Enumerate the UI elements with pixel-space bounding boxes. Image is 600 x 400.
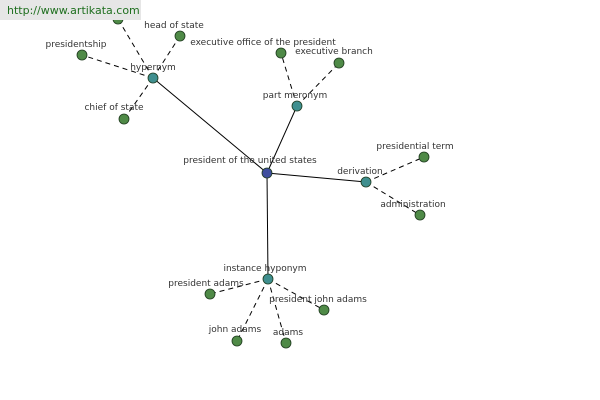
root-edge <box>152 77 268 174</box>
term-edge <box>365 156 425 183</box>
term-node[interactable] <box>333 57 345 69</box>
root-edge <box>266 172 269 280</box>
term-node[interactable] <box>204 288 216 300</box>
relation-label: hypernym <box>130 63 176 73</box>
relation-label: instance hyponym <box>223 264 306 274</box>
relation-node[interactable] <box>147 72 159 84</box>
term-edge <box>117 18 154 79</box>
term-label: john adams <box>208 325 262 335</box>
term-label: executive office of the president <box>190 38 336 48</box>
term-node[interactable] <box>174 30 186 42</box>
term-label: president adams <box>168 279 244 289</box>
term-node[interactable] <box>231 335 243 347</box>
term-node[interactable] <box>280 337 292 349</box>
term-label: administration <box>380 200 445 210</box>
term-node[interactable] <box>76 49 88 61</box>
term-label: presidential term <box>376 142 453 152</box>
term-label: executive branch <box>295 47 373 57</box>
url-watermark-text: http://www.artikata.com <box>7 4 140 17</box>
relation-node[interactable] <box>291 100 303 112</box>
url-watermark: http://www.artikata.com <box>0 0 141 20</box>
term-label: adams <box>273 328 304 338</box>
edge-layer <box>81 18 425 344</box>
relation-label: part meronym <box>263 91 327 101</box>
term-label: presidentship <box>45 40 106 50</box>
root-edge <box>266 105 298 174</box>
term-edge <box>267 278 287 344</box>
relation-label: derivation <box>337 167 383 177</box>
term-edge <box>267 278 325 311</box>
root-edge <box>266 172 367 183</box>
label-layer: head of state presidentship chief of state… <box>45 21 453 338</box>
term-edge <box>280 52 298 107</box>
term-edge <box>209 278 269 295</box>
term-node[interactable] <box>275 47 287 59</box>
term-edge <box>81 54 154 79</box>
term-node[interactable] <box>118 113 130 125</box>
term-label: head of state <box>144 21 204 31</box>
root-label: president of the united states <box>183 156 317 166</box>
term-label: president john adams <box>269 295 367 305</box>
term-edge <box>296 62 340 107</box>
term-label: chief of state <box>84 103 144 113</box>
term-node[interactable] <box>418 151 430 163</box>
relation-node[interactable] <box>360 176 372 188</box>
relation-node[interactable] <box>262 273 274 285</box>
term-node[interactable] <box>414 209 426 221</box>
term-edge <box>236 278 269 342</box>
term-node[interactable] <box>318 304 330 316</box>
root-node[interactable] <box>261 167 273 179</box>
term-edge <box>365 181 421 216</box>
